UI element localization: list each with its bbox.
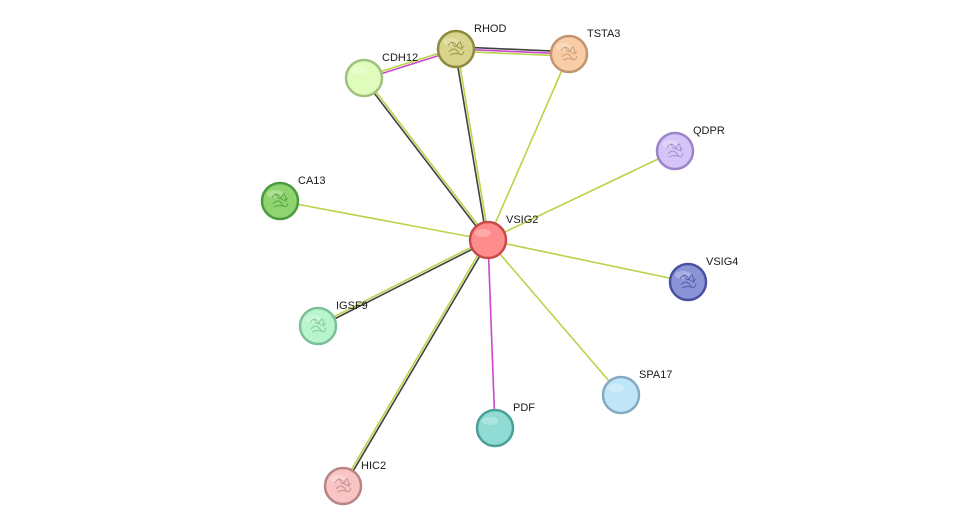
node-circle[interactable] [601,375,641,415]
protein-structure-icon [679,274,697,289]
edge-evidence-line [487,239,496,429]
edge-evidence-line [456,48,490,241]
edge-evidence-line [279,200,489,241]
protein-structure-icon [334,478,352,493]
edge-vsig2-vsig4[interactable] [487,239,689,283]
node-cdh12[interactable] [344,58,384,98]
edge-evidence-line [487,150,676,241]
node-igsf9[interactable] [298,306,338,346]
node-highlight [475,229,491,237]
node-circle[interactable] [655,131,695,171]
protein-structure-icon [666,143,684,158]
node-highlight [662,140,678,148]
edge-evidence-line [343,239,490,488]
node-highlight [556,43,572,51]
node-highlight [675,271,691,279]
node-label-rhod: RHOD [474,23,506,35]
edge-vsig2-hic2[interactable] [341,238,490,488]
node-circle[interactable] [468,220,508,260]
node-highlight [267,190,283,198]
node-vsig4[interactable] [668,262,708,302]
node-tsta3[interactable] [549,34,589,74]
network-edges [279,46,689,488]
edge-evidence-line [364,76,490,241]
node-label-hic2: HIC2 [361,460,386,472]
node-label-spa17: SPA17 [639,369,672,381]
edge-evidence-line [454,48,488,241]
node-spa17[interactable] [601,375,641,415]
node-highlight [351,67,367,75]
protein-structure-icon [560,46,578,61]
edge-vsig2-qdpr[interactable] [487,150,676,241]
node-label-pdf: PDF [513,402,535,414]
edge-evidence-line [316,238,489,326]
node-circle[interactable] [668,262,708,302]
edge-vsig2-cdh12[interactable] [362,76,490,242]
protein-structure-icon [447,41,465,56]
node-vsig2[interactable] [468,220,508,260]
edge-evidence-line [487,53,570,241]
node-label-ca13: CA13 [298,175,326,187]
node-pdf[interactable] [475,408,515,448]
edge-vsig2-pdf[interactable] [487,239,496,429]
node-label-vsig2: VSIG2 [506,214,538,226]
edge-evidence-line [487,239,622,396]
node-rhod[interactable] [436,29,476,69]
node-circle[interactable] [260,181,300,221]
node-ca13[interactable] [260,181,300,221]
node-highlight [608,384,624,392]
node-label-qdpr: QDPR [693,125,725,137]
edge-vsig2-ca13[interactable] [279,200,489,241]
node-circle[interactable] [436,29,476,69]
node-circle[interactable] [344,58,384,98]
network-nodes [260,29,708,506]
node-label-igsf9: IGSF9 [336,300,368,312]
edge-vsig2-igsf9[interactable] [316,238,490,328]
node-label-cdh12: CDH12 [382,52,418,64]
protein-structure-icon [271,193,289,208]
node-highlight [330,475,346,483]
node-circle[interactable] [298,306,338,346]
edge-evidence-line [362,77,488,242]
edge-evidence-line [317,240,490,328]
node-highlight [305,315,321,323]
edge-vsig2-rhod[interactable] [454,48,490,241]
node-hic2[interactable] [323,466,363,506]
edge-vsig2-spa17[interactable] [487,239,622,396]
node-circle[interactable] [475,408,515,448]
node-highlight [443,38,459,46]
node-circle[interactable] [549,34,589,74]
protein-structure-icon [309,318,327,333]
node-label-tsta3: TSTA3 [587,28,620,40]
node-qdpr[interactable] [655,131,695,171]
edge-evidence-line [487,239,689,283]
edge-vsig2-tsta3[interactable] [487,53,570,241]
node-highlight [482,417,498,425]
node-circle[interactable] [323,466,363,506]
node-label-vsig4: VSIG4 [706,256,738,268]
edge-evidence-line [341,238,488,487]
